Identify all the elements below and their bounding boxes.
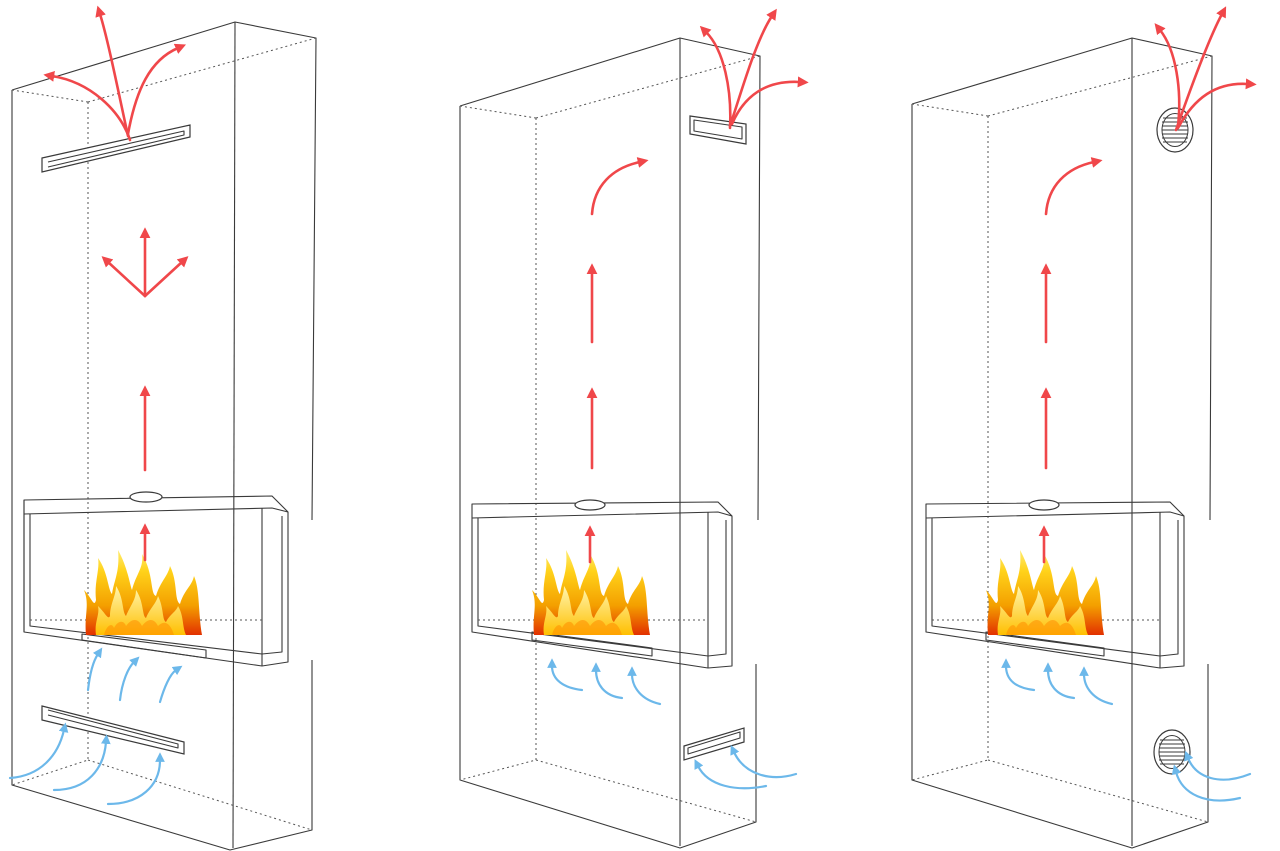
firebox — [471, 499, 733, 669]
top-slot-vent — [41, 124, 191, 173]
chimney-box-outline — [459, 37, 761, 849]
hot-air-arrows — [43, 5, 189, 562]
panel-side-round-vents — [911, 6, 1257, 849]
bottom-round-vent — [1153, 729, 1191, 775]
cold-air-arrows — [1001, 658, 1252, 802]
panel-front-slot-vents — [8, 5, 317, 851]
bottom-slot-vent — [41, 705, 185, 755]
chimney-box-outline — [911, 37, 1213, 849]
hot-air-arrows — [1038, 6, 1257, 564]
chimney-box-outline — [11, 21, 317, 851]
top-slot-vent — [689, 115, 747, 145]
cold-air-arrows — [8, 647, 183, 806]
firebox — [23, 491, 289, 667]
hot-air-arrows — [584, 8, 809, 564]
cold-air-arrows — [547, 658, 798, 790]
flame-icon — [84, 550, 202, 635]
panel-side-slot-vents — [459, 8, 809, 849]
firebox — [925, 499, 1185, 669]
bottom-slot-vent — [683, 727, 745, 761]
